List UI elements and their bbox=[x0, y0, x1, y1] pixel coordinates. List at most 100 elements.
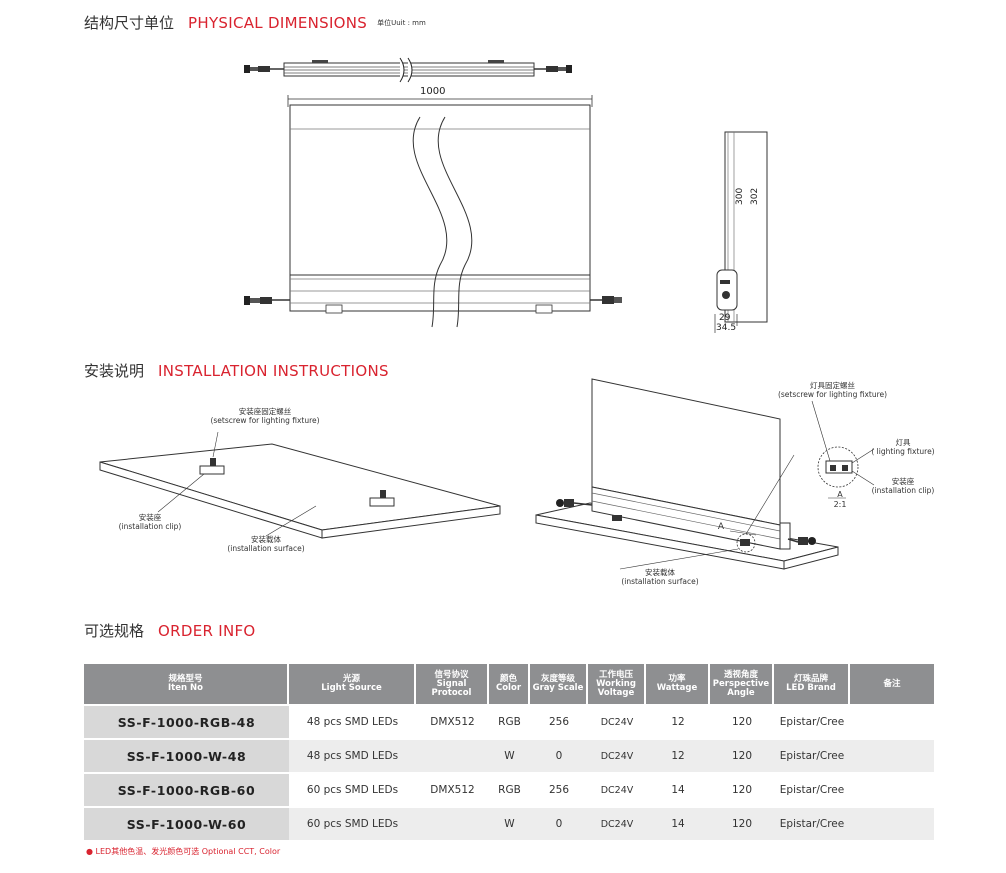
header-note: 备注 bbox=[850, 664, 934, 704]
right-fixture-cn: 灯具 bbox=[895, 438, 911, 447]
height-outer-value: 302 bbox=[750, 187, 760, 205]
table-row: SS-F-1000-W-60 60 pcs SMD LEDs W 0 DC24V… bbox=[84, 806, 934, 840]
cell-source: 48 pcs SMD LEDs bbox=[289, 704, 416, 738]
cell-item: SS-F-1000-RGB-48 bbox=[84, 704, 289, 738]
right-setscrew-label: 灯具固定螺丝 (setscrew for lighting fixture) bbox=[775, 381, 890, 399]
left-setscrew-cn: 安装座固定螺丝 bbox=[238, 407, 292, 416]
left-surface-cn: 安装载体 bbox=[251, 535, 281, 544]
cell-color: W bbox=[489, 738, 530, 772]
right-clip-cn: 安装座 bbox=[891, 477, 915, 486]
cell-note bbox=[850, 772, 934, 806]
left-clip-en: (installation clip) bbox=[118, 522, 182, 531]
detail-marker: A bbox=[717, 522, 725, 532]
top-view-drawing bbox=[244, 57, 572, 83]
cell-note bbox=[850, 704, 934, 738]
right-fixture-label: 灯具 ( lighting fixture) bbox=[868, 438, 938, 456]
right-surface-en: (installation surface) bbox=[621, 577, 699, 586]
cell-voltage: DC24V bbox=[588, 704, 646, 738]
cell-item: SS-F-1000-W-48 bbox=[84, 738, 289, 772]
height-inner-value: 300 bbox=[735, 187, 745, 205]
cell-item: SS-F-1000-RGB-60 bbox=[84, 772, 289, 806]
installation-surface-drawing bbox=[99, 431, 501, 539]
order-title: 可选规格 ORDER INFO bbox=[84, 620, 256, 641]
cell-note bbox=[850, 806, 934, 840]
cell-item: SS-F-1000-W-60 bbox=[84, 806, 289, 840]
cell-gray: 256 bbox=[530, 704, 588, 738]
cell-gray: 0 bbox=[530, 806, 588, 840]
cell-protocol bbox=[416, 806, 489, 840]
left-clip-cn: 安装座 bbox=[138, 513, 162, 522]
dimensions-title: 结构尺寸单位 PHYSICAL DIMENSIONS 单位Uuit : mm bbox=[84, 12, 426, 33]
cell-brand: Epistar/Cree bbox=[774, 704, 850, 738]
right-surface-cn: 安装载体 bbox=[645, 568, 675, 577]
dimensions-title-en: PHYSICAL DIMENSIONS bbox=[188, 14, 368, 32]
cell-note bbox=[850, 738, 934, 772]
order-footnote: ● LED其他色温、发光颜色可选 Optional CCT, Color bbox=[86, 847, 281, 856]
cell-brand: Epistar/Cree bbox=[774, 738, 850, 772]
cell-watt: 14 bbox=[646, 772, 710, 806]
detail-label: A bbox=[837, 490, 843, 499]
cell-voltage: DC24V bbox=[588, 738, 646, 772]
width-inner-value: 29 bbox=[719, 313, 731, 323]
right-fixture-en: ( lighting fixture) bbox=[871, 447, 935, 456]
length-value: 1000 bbox=[420, 86, 446, 97]
table-row: SS-F-1000-RGB-48 48 pcs SMD LEDs DMX512 … bbox=[84, 704, 934, 738]
installation-title: 安装说明 INSTALLATION INSTRUCTIONS bbox=[84, 360, 389, 381]
cell-watt: 12 bbox=[646, 738, 710, 772]
cell-protocol: DMX512 bbox=[416, 772, 489, 806]
left-setscrew-en: (setscrew for lighting fixture) bbox=[210, 416, 320, 425]
cell-voltage: DC24V bbox=[588, 772, 646, 806]
right-setscrew-cn: 灯具固定螺丝 bbox=[810, 381, 855, 390]
cell-protocol bbox=[416, 738, 489, 772]
cell-watt: 14 bbox=[646, 806, 710, 840]
cell-gray: 0 bbox=[530, 738, 588, 772]
cell-brand: Epistar/Cree bbox=[774, 806, 850, 840]
right-surface-label: 安装载体 (installation surface) bbox=[610, 568, 710, 586]
installation-title-en: INSTALLATION INSTRUCTIONS bbox=[158, 362, 389, 380]
left-clip-label: 安装座 (installation clip) bbox=[110, 513, 190, 531]
table-row: SS-F-1000-RGB-60 60 pcs SMD LEDs DMX512 … bbox=[84, 772, 934, 806]
cell-color: RGB bbox=[489, 772, 530, 806]
width-outer-value: 34.5 bbox=[716, 323, 737, 333]
cell-source: 48 pcs SMD LEDs bbox=[289, 738, 416, 772]
order-title-cn: 可选规格 bbox=[84, 622, 145, 640]
cell-voltage: DC24V bbox=[588, 806, 646, 840]
right-clip-en: (installation clip) bbox=[871, 486, 935, 495]
table-row: SS-F-1000-W-48 48 pcs SMD LEDs W 0 DC24V… bbox=[84, 738, 934, 772]
front-view-drawing bbox=[244, 104, 622, 328]
cell-brand: Epistar/Cree bbox=[774, 772, 850, 806]
right-setscrew-en: (setscrew for lighting fixture) bbox=[777, 390, 888, 399]
cell-source: 60 pcs SMD LEDs bbox=[289, 772, 416, 806]
cell-gray: 256 bbox=[530, 772, 588, 806]
order-title-en: ORDER INFO bbox=[158, 622, 256, 640]
right-clip-label: 安装座 (installation clip) bbox=[866, 477, 940, 495]
dimensions-title-cn: 结构尺寸单位 bbox=[84, 14, 175, 32]
cell-protocol: DMX512 bbox=[416, 704, 489, 738]
cell-angle: 120 bbox=[710, 704, 774, 738]
left-surface-en: (installation surface) bbox=[227, 544, 305, 553]
unit-note: 单位Uuit : mm bbox=[377, 19, 426, 27]
cell-color: RGB bbox=[489, 704, 530, 738]
installation-fixture-drawing bbox=[535, 378, 875, 570]
left-setscrew-label: 安装座固定螺丝 (setscrew for lighting fixture) bbox=[200, 407, 330, 425]
cell-watt: 12 bbox=[646, 704, 710, 738]
left-surface-label: 安装载体 (installation surface) bbox=[216, 535, 316, 553]
cell-color: W bbox=[489, 806, 530, 840]
cell-source: 60 pcs SMD LEDs bbox=[289, 806, 416, 840]
cell-angle: 120 bbox=[710, 806, 774, 840]
detail-scale: 2:1 bbox=[833, 500, 847, 509]
installation-title-cn: 安装说明 bbox=[84, 362, 145, 380]
cell-angle: 120 bbox=[710, 772, 774, 806]
side-view-drawing bbox=[714, 131, 768, 333]
length-dimension-line bbox=[287, 95, 593, 107]
